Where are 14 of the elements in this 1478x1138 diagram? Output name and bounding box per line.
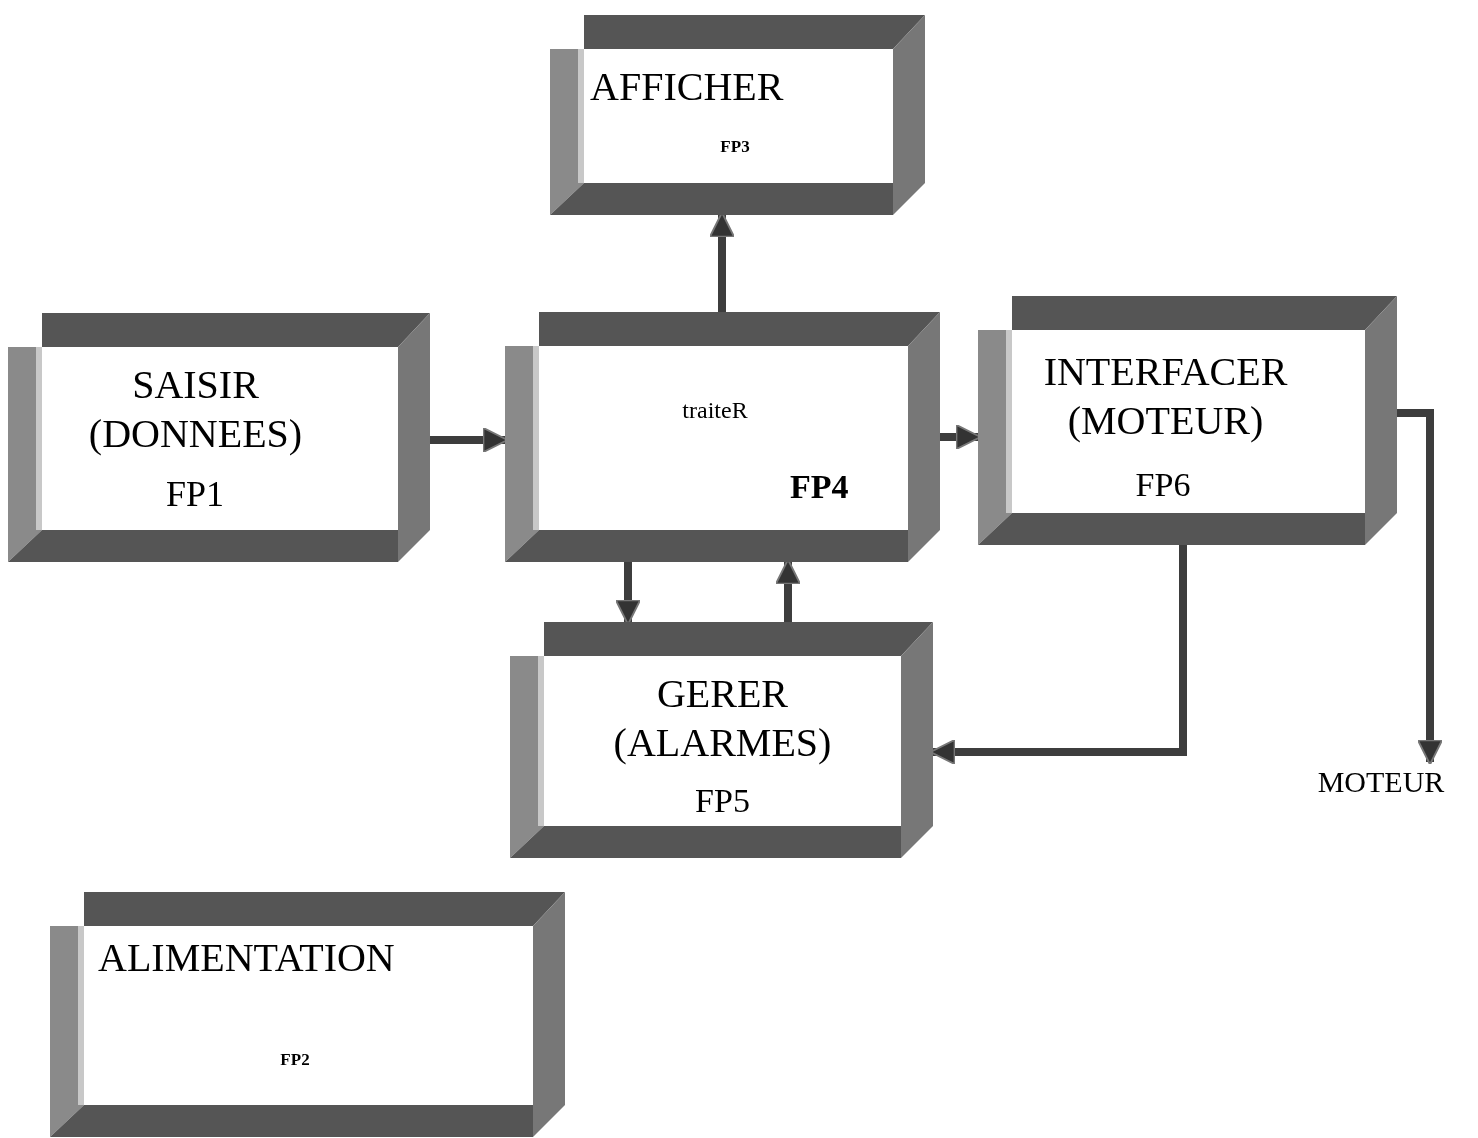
box-title: INTERFACER (MOTEUR) xyxy=(1042,348,1289,445)
box-title: traiteR xyxy=(681,396,749,425)
function-code: FP3 xyxy=(719,137,751,158)
box-title: SAISIR (DONNEES) xyxy=(87,361,304,458)
box-title: GERER (ALARMES) xyxy=(612,670,833,767)
function-code: FP4 xyxy=(790,467,850,507)
function-code: FP5 xyxy=(694,781,751,821)
box-title: ALIMENTATION xyxy=(98,934,396,982)
function-code: FP1 xyxy=(164,473,225,516)
output-label-text: MOTEUR xyxy=(1316,764,1446,800)
function-code: FP6 xyxy=(1134,465,1192,505)
function-code: FP2 xyxy=(279,1050,311,1071)
arrow xyxy=(1397,409,1443,766)
box-title: AFFICHER xyxy=(590,63,785,111)
